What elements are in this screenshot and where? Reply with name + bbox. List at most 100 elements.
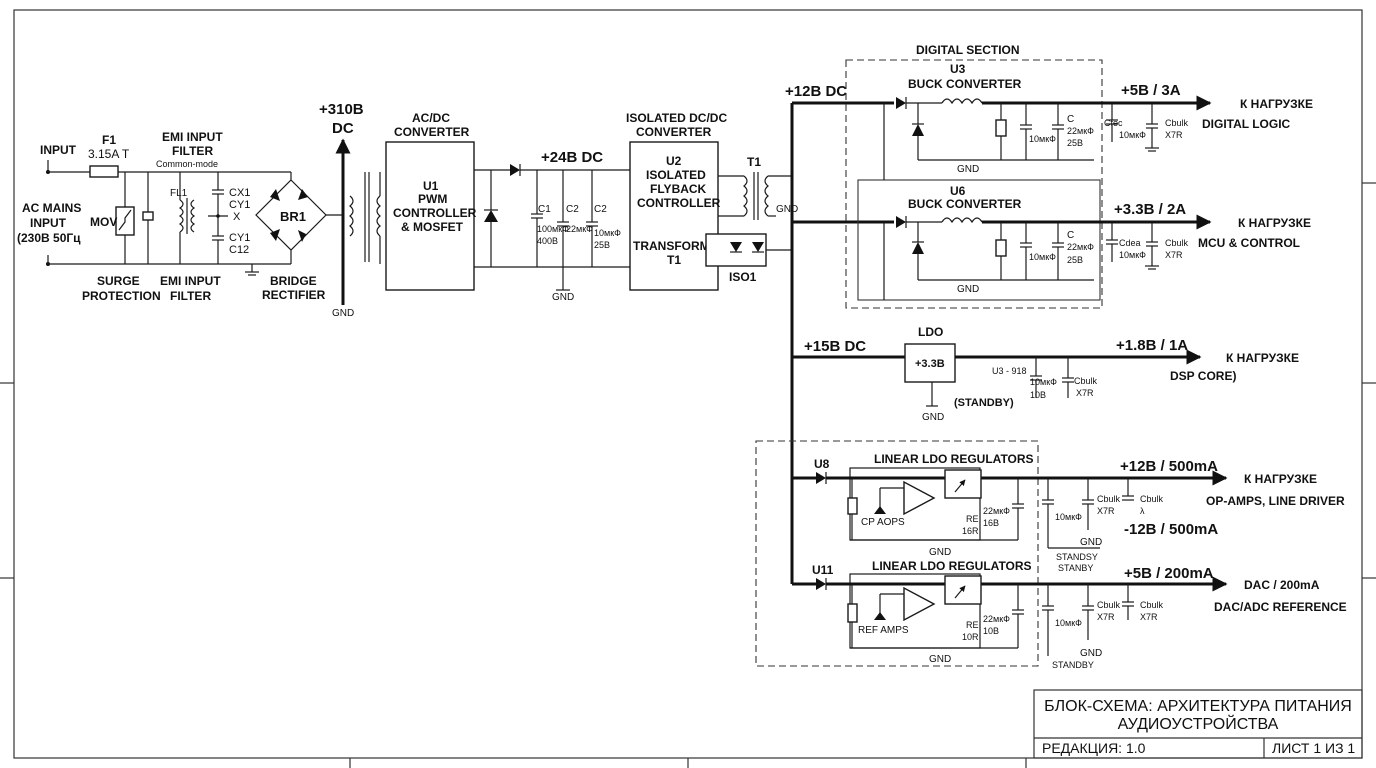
digital-title: DIGITAL SECTION	[916, 43, 1020, 57]
u3-cr: 25В	[1067, 138, 1083, 148]
gnd1: GND	[929, 547, 951, 558]
u6-label: U6	[950, 184, 966, 198]
u6-cr: 25В	[1067, 255, 1083, 265]
cap1: 10мкФ	[1055, 512, 1082, 522]
c3-value: 10мкФ	[594, 228, 621, 238]
c1-value: 100мкФ	[537, 224, 569, 234]
emi-inductor-label: FL1	[170, 188, 188, 199]
rail-12-label: +12В DC	[785, 83, 847, 100]
iso-title-2: CONVERTER	[636, 125, 712, 139]
u6-gnd: GND	[957, 284, 979, 295]
emi-cy1b: CY1	[229, 232, 250, 244]
analog-title-1: LINEAR LDO REGULATORS	[874, 452, 1034, 466]
rail-24-label: +24В DC	[541, 149, 603, 166]
c1v: 22мкФ	[983, 506, 1010, 516]
rail-310-line1: +310В	[319, 101, 364, 118]
load-12v: К НАГРУЗКЕ	[1244, 472, 1317, 486]
iso-t1: T1	[747, 155, 761, 169]
emi-top-2: FILTER	[172, 144, 213, 158]
ldo-standby: (STANDBY)	[954, 397, 1014, 409]
op1-label: CP AOPS	[861, 517, 905, 528]
load-2: К НАГРУЗКЕ	[1238, 216, 1311, 230]
out-5v-ref: +5В / 200mA	[1124, 565, 1214, 582]
iso-l5: T1	[667, 253, 681, 267]
acdc-title-2: CONVERTER	[394, 125, 470, 139]
u3-cbulk: Cbulk	[1165, 118, 1189, 128]
bridge-name: BR1	[280, 209, 306, 224]
iso-gnd: GND	[776, 204, 798, 215]
ldo-desc: DSP CORE)	[1170, 369, 1236, 383]
x7r2a: X7R	[1097, 612, 1115, 622]
desc-mcu: MCU & CONTROL	[1198, 236, 1300, 250]
out-12v: +12В / 500mA	[1120, 458, 1218, 475]
u6-cdea-v: 10мкФ	[1119, 250, 1146, 260]
rail-310-line2: DC	[332, 120, 354, 137]
ldo-cbulk: Cbulk	[1074, 376, 1098, 386]
c2r: 10В	[983, 626, 999, 636]
fuse-name: F1	[102, 133, 116, 147]
standby1a: STANDSY	[1056, 552, 1098, 562]
load-1: К НАГРУЗКЕ	[1240, 97, 1313, 111]
u11-label: U11	[812, 563, 834, 577]
iso-l1: ISOLATED	[646, 168, 706, 182]
ldo-value: +3.3В	[915, 358, 945, 370]
out-5v: +5В / 3A	[1121, 82, 1181, 99]
cbulk1b: Cbulk	[1140, 494, 1164, 504]
fuse-value: 3.15A T	[88, 147, 130, 161]
input-label: INPUT	[40, 143, 77, 157]
ldo-section: LDO +3.3В GND U3 - 918 10мкФ 10В Cbulk X…	[904, 325, 1299, 423]
desc-digital: DIGITAL LOGIC	[1202, 117, 1291, 131]
rail-310-gnd: GND	[332, 308, 354, 319]
iso-l3: CONTROLLER	[637, 196, 721, 210]
c3-name: C2	[594, 204, 607, 215]
analog-section: U8 LINEAR LDO REGULATORS CP AOPS RE 16R …	[755, 440, 1347, 670]
isolated-block	[629, 141, 719, 291]
re1: RE	[966, 514, 979, 524]
iso-u2: U2	[666, 154, 682, 168]
mains-label-3: (230В 50Гц	[17, 231, 81, 245]
digital-section: DIGITAL SECTION U3 BUCK CONVERTER 10мкФ …	[845, 43, 1313, 309]
gnd2: GND	[929, 654, 951, 665]
out-3v3: +3.3В / 2A	[1114, 201, 1186, 218]
desc-12v: OP-AMPS, LINE DRIVER	[1206, 494, 1345, 508]
u6-x7r: X7R	[1165, 250, 1183, 260]
ldo-load: К НАГРУЗКЕ	[1226, 351, 1299, 365]
rail-24v: +24В DC C1 100мкФ 400В C2 22мкФ GND C2 1…	[474, 149, 630, 303]
rail-15-label: +15В DC	[804, 338, 866, 355]
ldo-gnd: GND	[922, 412, 944, 423]
iso-l4: TRANSFORMER	[633, 239, 727, 253]
acdc-u1: U1	[423, 179, 439, 193]
title-line-1: БЛОК-СХЕМА: АРХИТЕКТУРА ПИТАНИЯ	[1044, 698, 1352, 715]
emi-filter: EMI INPUT FILTER Common-mode FL1 CX1 CY1…	[156, 130, 259, 303]
u6-name: BUCK CONVERTER	[908, 197, 1022, 211]
acdc-l2: CONTROLLER	[393, 206, 477, 220]
op2-label: REF AMPS	[858, 625, 909, 636]
u3-cfec-v: 10мкФ	[1119, 130, 1146, 140]
c1r: 16В	[983, 518, 999, 528]
u3-name: BUCK CONVERTER	[908, 77, 1022, 91]
cap2: 10мкФ	[1055, 618, 1082, 628]
isolated-dcdc: ISOLATED DC/DC CONVERTER U2 ISOLATED FLY…	[626, 111, 798, 291]
fuse-f1	[89, 165, 119, 178]
acdc-block	[385, 141, 475, 291]
revision: РЕДАКЦИЯ: 1.0	[1042, 740, 1146, 756]
re2: RE	[966, 620, 979, 630]
u3-cfec: Cfec	[1104, 118, 1123, 128]
title-line-2: АУДИОУСТРОЙСТВА	[1118, 714, 1279, 733]
x7r1: X7R	[1097, 506, 1115, 516]
u3-cap: 10мкФ	[1029, 134, 1056, 144]
acdc-title-1: AC/DC	[412, 111, 450, 125]
ldo-u3: U3 - 918	[992, 366, 1027, 376]
u3-label: U3	[950, 62, 966, 76]
u3-x7r: X7R	[1165, 130, 1183, 140]
bridge-rectifier: BR1 BRIDGE RECTIFIER +310В DC GND	[225, 101, 381, 319]
ldo-c-r: 10В	[1030, 390, 1046, 400]
opamp-u11	[903, 586, 936, 622]
c2-value: 22мкФ	[566, 224, 593, 234]
x7r2b: X7R	[1140, 612, 1158, 622]
u3-cv: 22мкФ	[1067, 126, 1094, 136]
mains-label-2: INPUT	[30, 216, 67, 230]
u6-cbulk: Cbulk	[1165, 238, 1189, 248]
u6-cdea: Cdea	[1119, 238, 1141, 248]
